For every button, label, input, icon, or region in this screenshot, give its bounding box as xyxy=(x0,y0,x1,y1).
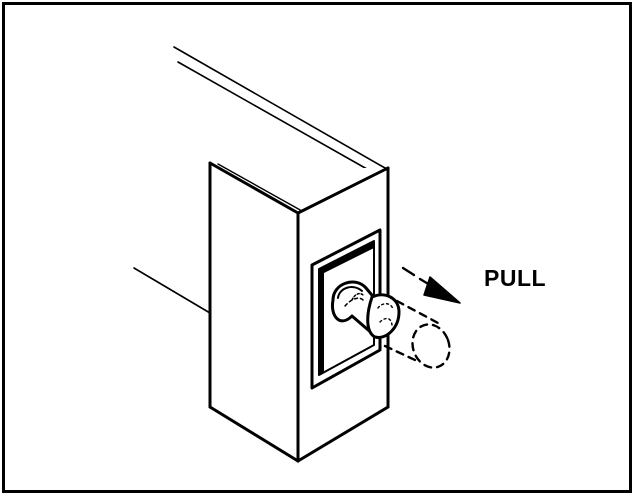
chassis-top-edge xyxy=(173,46,386,174)
housing-box xyxy=(208,161,390,463)
chassis-bottom-edge xyxy=(133,267,211,314)
pull-direction-arrow xyxy=(401,266,461,304)
diagram-frame xyxy=(2,2,632,493)
pulled-position-outline xyxy=(383,299,451,369)
fuse-holder xyxy=(330,280,401,339)
fuse-panel xyxy=(310,228,382,390)
pull-label: PULL xyxy=(484,265,547,291)
